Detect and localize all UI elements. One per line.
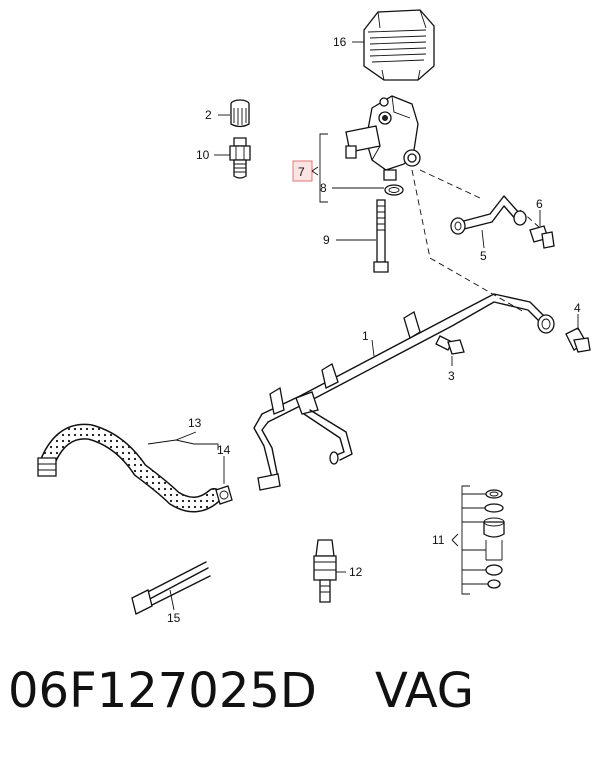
part-6-bolt xyxy=(529,225,555,249)
callout-7: 7 xyxy=(298,165,305,179)
part-3-bolt xyxy=(435,335,465,355)
callout-11: 11 xyxy=(432,533,445,547)
part-16-cover xyxy=(363,9,435,81)
part-5-pipe xyxy=(450,195,527,235)
callout-10: 10 xyxy=(196,148,210,162)
part-14-clamp xyxy=(215,485,233,505)
callout-8: 8 xyxy=(320,181,327,195)
callout-13: 13 xyxy=(188,416,202,430)
callout-3: 3 xyxy=(448,369,455,383)
callout-15: 15 xyxy=(167,611,181,625)
callout-16: 16 xyxy=(333,35,347,49)
callout-4: 4 xyxy=(574,301,581,315)
parts-diagram: 16 2 10 7 8 9 xyxy=(37,9,591,625)
callout-5: 5 xyxy=(480,249,487,263)
part-10-fitting xyxy=(229,137,251,179)
part-12-sensor xyxy=(313,539,337,603)
part-11-seal-kit xyxy=(483,489,505,589)
part-13-hose xyxy=(37,423,222,513)
callout-9: 9 xyxy=(323,233,330,247)
callout-2: 2 xyxy=(205,108,212,122)
part-2-cap xyxy=(230,99,250,128)
callout-12: 12 xyxy=(349,565,363,579)
callout-14: 14 xyxy=(217,443,231,457)
callout-6: 6 xyxy=(536,197,543,211)
part-15-cable-ties xyxy=(131,561,211,615)
part-1-fuel-rail xyxy=(253,293,555,491)
part-8-o-ring xyxy=(384,184,404,196)
part-4-bolt xyxy=(565,327,591,353)
part-9-bolt xyxy=(373,199,389,273)
callout-1: 1 xyxy=(362,329,369,343)
part-7-pump xyxy=(345,95,421,181)
brand-label: VAG xyxy=(375,663,474,719)
part-number: 06F127025D xyxy=(8,663,317,719)
footer: 06F127025D VAG xyxy=(0,655,600,745)
